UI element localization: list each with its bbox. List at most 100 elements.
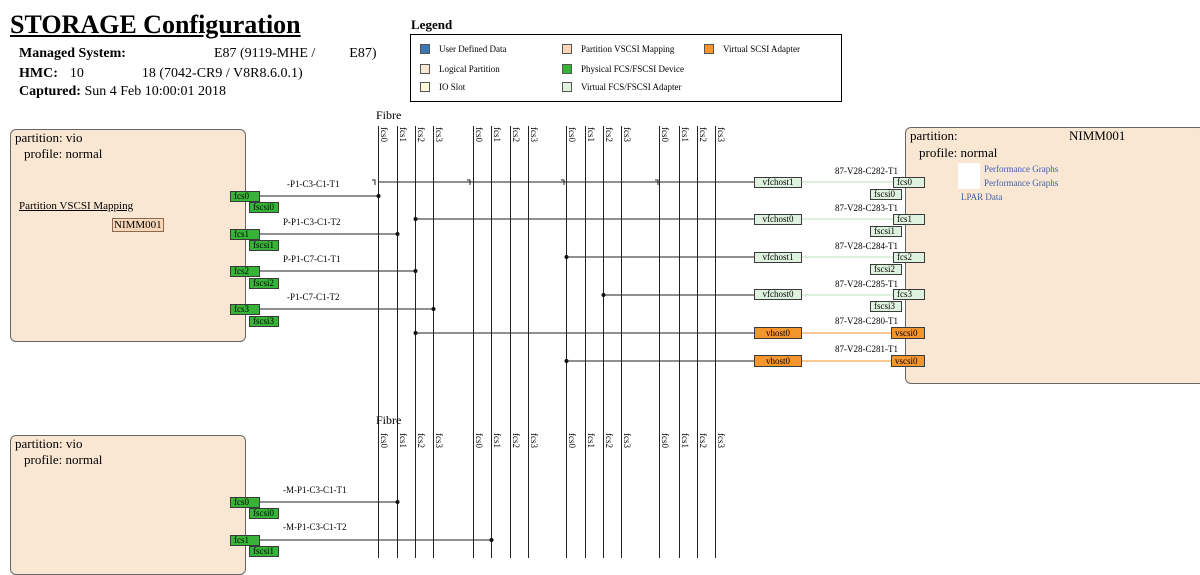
fibre-bottom-port-label: fcs3 (434, 433, 444, 448)
client-fcs0[interactable]: fcs0 (893, 177, 925, 188)
legend-item-virtual-scsi: Virtual SCSI Adapter (704, 44, 800, 54)
client-vscsi-row1[interactable]: vscsi0 (891, 327, 925, 339)
vfc-loc-row4: 87-V28-C285-T1 (835, 279, 898, 289)
fibre-bottom-port-label: fcs2 (604, 433, 614, 448)
client-fcs2[interactable]: fcs2 (893, 252, 925, 263)
legend-item-user-defined: User Defined Data (420, 44, 506, 54)
vfc-loc-row1: 87-V28-C282-T1 (835, 166, 898, 176)
junction-dot (413, 331, 418, 335)
vio2-fcs0[interactable]: fcs0 (230, 497, 260, 508)
client-fscsi2[interactable]: fscsi2 (870, 264, 902, 275)
fibre-bottom-port-label: fcs0 (474, 433, 484, 448)
performance-graphs-link-2[interactable]: Performance Graphs (984, 178, 1059, 188)
junction-dot (395, 500, 400, 504)
fibre-top-port-label: fcs2 (698, 127, 708, 142)
legend-item-logical-partition: Logical Partition (420, 64, 500, 74)
client-fscsi1[interactable]: fscsi1 (870, 226, 902, 237)
legend-item-virtual-fcs: Virtual FCS/FSCSI Adapter (562, 82, 681, 92)
partition-name: partition: vio (15, 130, 83, 145)
fibre-top-port-label: fcs0 (474, 127, 484, 142)
vfc-loc-row3: 87-V28-C284-T1 (835, 241, 898, 251)
page-title: STORAGE Configuration (10, 10, 301, 39)
fibre-top-port-label: fcs3 (434, 127, 444, 142)
client-partition[interactable]: partition: NIMM001 profile: normal Perfo… (905, 127, 1200, 384)
legend-swatch (704, 44, 714, 54)
port-tick (561, 179, 565, 185)
vio1-fscsi3[interactable]: fscsi3 (249, 316, 279, 327)
fibre-bottom-port-label: fcs1 (398, 433, 408, 448)
vio1-loc3: -P1-C7-C1-T2 (287, 292, 340, 302)
fibre-top-port-label: fcs2 (511, 127, 521, 142)
vfchost-row2[interactable]: vfchost0 (754, 214, 802, 225)
vhost-row1[interactable]: vhost0 (754, 327, 802, 339)
fibre-bottom-port-label: fcs1 (680, 433, 690, 448)
port-tick (372, 179, 376, 185)
fibre-top-port-label: fcs2 (604, 127, 614, 142)
fibre-top-port-label: fcs3 (716, 127, 726, 142)
hmc-value: 10 (69, 66, 84, 81)
fibre-bottom-port-label: fcs1 (586, 433, 596, 448)
partition-name: partition: (910, 128, 958, 143)
performance-graphs-link[interactable]: Performance Graphs (984, 164, 1059, 174)
partition-name: partition: vio (15, 436, 83, 451)
captured-line: Captured: Sun 4 Feb 10:00:01 2018 (19, 84, 226, 100)
managed-system-value-end: E87) (349, 46, 377, 61)
vfchost-row4[interactable]: vfchost0 (754, 289, 802, 300)
vio1-fcs2[interactable]: fcs2 (230, 266, 260, 277)
vfc-loc-row2: 87-V28-C283-T1 (835, 203, 898, 213)
vio1-fcs0[interactable]: fcs0 (230, 191, 260, 202)
lpar-data-link[interactable]: LPAR Data (961, 192, 1003, 202)
vio1-fcs1[interactable]: fcs1 (230, 229, 260, 240)
legend-item-physical-fcs: Physical FCS/FSCSI Device (562, 64, 684, 74)
legend-swatch (562, 44, 572, 54)
fibre-top-port-label: fcs1 (680, 127, 690, 142)
client-fcs1[interactable]: fcs1 (893, 214, 925, 225)
client-fscsi0[interactable]: fscsi0 (870, 189, 902, 200)
client-fcs3[interactable]: fcs3 (893, 289, 925, 300)
client-vscsi-row2[interactable]: vscsi0 (891, 355, 925, 367)
vio2-fcs1[interactable]: fcs1 (230, 535, 260, 546)
partition-host-name: NIMM001 (1069, 128, 1126, 143)
profile-label: profile: normal (24, 146, 103, 161)
legend-item-vscsi-mapping: Partition VSCSI Mapping (562, 44, 674, 54)
junction-dot (601, 293, 606, 297)
fibre-bottom-port-label: fcs2 (416, 433, 426, 448)
user-data-block (958, 163, 980, 189)
junction-dot (413, 269, 418, 273)
fibre-bottom-port-label: fcs3 (716, 433, 726, 448)
junction-dot (564, 359, 569, 363)
junction-dot (413, 217, 418, 221)
vio1-fscsi0[interactable]: fscsi0 (249, 202, 279, 213)
vio1-fscsi1[interactable]: fscsi1 (249, 240, 279, 251)
vio2-fscsi1[interactable]: fscsi1 (249, 546, 279, 557)
vfchost-row3[interactable]: vfchost1 (754, 252, 802, 263)
legend-swatch (420, 82, 430, 92)
vio1-fcs3[interactable]: fcs3 (230, 304, 260, 315)
client-fscsi3[interactable]: fscsi3 (870, 301, 902, 312)
fibre-bottom-port-label: fcs0 (379, 433, 389, 448)
vio2-fscsi0[interactable]: fscsi0 (249, 508, 279, 519)
vscsi-mapping-link[interactable]: Partition VSCSI Mapping (19, 200, 134, 212)
junction-dot (431, 307, 436, 311)
fibre-top-port-label: fcs3 (622, 127, 632, 142)
vio2-loc1: -M-P1-C3-C1-T2 (283, 522, 347, 532)
vio1-fscsi2[interactable]: fscsi2 (249, 278, 279, 289)
legend-swatch (420, 64, 430, 74)
vio1-loc0: -P1-C3-C1-T1 (287, 179, 340, 189)
fibre-top-port-label: fcs1 (586, 127, 596, 142)
captured-label: Captured: (19, 84, 81, 99)
managed-system-line: Managed System:E87 (9119-MHE /E87) (19, 46, 377, 62)
fibre-bottom-port-label: fcs1 (492, 433, 502, 448)
profile-label: profile: normal (919, 145, 998, 160)
vio-partition-2[interactable]: partition: vio profile: normal (10, 435, 246, 575)
vio1-loc2: P-P1-C7-C1-T1 (283, 254, 341, 264)
managed-system-value: E87 (9119-MHE / (213, 46, 316, 61)
vfchost-row1[interactable]: vfchost1 (754, 177, 802, 188)
vhost-row2[interactable]: vhost0 (754, 355, 802, 367)
vscsi-mapping-target[interactable]: NIMM001 (112, 218, 164, 232)
fibre-top-port-label: fcs1 (398, 127, 408, 142)
vio-partition-1[interactable]: partition: vio profile: normal Partition… (10, 129, 246, 342)
fibre-top-port-label: fcs1 (492, 127, 502, 142)
junction-dot (395, 232, 400, 236)
